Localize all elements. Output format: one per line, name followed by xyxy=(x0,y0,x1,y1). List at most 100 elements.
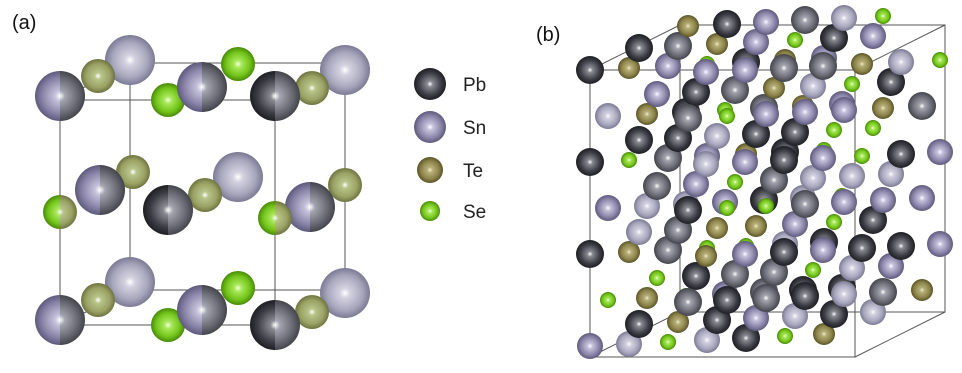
pb-atom-icon xyxy=(414,68,446,100)
se-atom xyxy=(826,122,842,138)
se-atom xyxy=(777,328,793,344)
se-atom xyxy=(151,83,185,117)
pb-atom xyxy=(781,118,809,146)
panel-a-label: (a) xyxy=(12,12,37,34)
te-atom xyxy=(618,241,640,263)
pb-atom xyxy=(721,76,749,104)
sn-atom-icon xyxy=(414,111,446,143)
legend-item-se: Se xyxy=(420,201,486,223)
pb-atom xyxy=(859,206,887,234)
se-atom xyxy=(188,178,222,212)
pb-atom xyxy=(713,10,741,38)
se-atom xyxy=(151,308,185,342)
te-atom xyxy=(813,323,835,345)
sn-atom xyxy=(577,333,603,359)
sn-atom xyxy=(927,139,953,165)
te-atom xyxy=(851,53,873,75)
pb-atom xyxy=(908,92,936,120)
pb-atom xyxy=(682,78,710,106)
se-atom xyxy=(221,47,255,81)
se-atom xyxy=(805,262,821,278)
sn-atom xyxy=(595,103,621,129)
sn-atom xyxy=(732,241,758,267)
te-atom xyxy=(636,287,658,309)
mixed-atom xyxy=(35,295,85,345)
se-atom xyxy=(600,292,616,308)
te-atom xyxy=(667,311,689,333)
pb-atom xyxy=(809,52,837,80)
pb-atom xyxy=(682,262,710,290)
se-atom xyxy=(854,148,870,164)
sn-atom xyxy=(75,165,125,215)
pb-atom xyxy=(791,190,819,218)
se-atom xyxy=(875,8,891,24)
panel-b-atoms xyxy=(576,5,953,359)
pb-atom xyxy=(250,300,300,350)
se-atom xyxy=(649,270,665,286)
legend-label-sn: Sn xyxy=(463,118,486,139)
sn-atom xyxy=(792,99,818,125)
pb-atom xyxy=(250,71,300,121)
pb-atom xyxy=(742,120,770,148)
se-atom xyxy=(295,295,329,329)
sn-atom xyxy=(810,145,836,171)
sn-atom xyxy=(870,187,896,213)
se-atom xyxy=(865,120,881,136)
sn-atom xyxy=(860,23,886,49)
sn-atom xyxy=(285,182,335,232)
se-atom xyxy=(328,168,362,202)
pb-atom xyxy=(643,172,671,200)
pb-atom xyxy=(143,185,193,235)
te-atom xyxy=(745,215,767,237)
pb-atom xyxy=(820,24,848,52)
pb-atom xyxy=(869,278,897,306)
legend-label-se: Se xyxy=(463,202,486,223)
pb-atom xyxy=(770,238,798,266)
se-atom xyxy=(621,152,637,168)
sn-atom xyxy=(732,57,758,83)
sn-atom xyxy=(105,257,155,307)
se-atom xyxy=(826,214,842,230)
pb-atom xyxy=(887,140,915,168)
panel-a-atoms xyxy=(35,35,370,350)
sn-atom xyxy=(888,49,914,75)
se-atom xyxy=(116,155,150,189)
pb-atom xyxy=(674,288,702,316)
te-atom xyxy=(872,97,894,119)
sn-atom xyxy=(693,59,719,85)
se-atom-icon xyxy=(420,201,440,221)
sn-atom xyxy=(753,101,779,127)
se-atom xyxy=(43,195,77,229)
legend-label-pb: Pb xyxy=(463,75,486,96)
pb-atom xyxy=(877,68,905,96)
pb-atom xyxy=(177,62,227,112)
sn-atom xyxy=(800,165,826,191)
pb-atom xyxy=(732,324,760,352)
te-atom xyxy=(618,57,640,79)
se-atom xyxy=(719,108,735,124)
pb-atom xyxy=(791,6,819,34)
pb-atom xyxy=(770,146,798,174)
mixed-atom xyxy=(35,71,85,121)
sn-atom xyxy=(683,171,709,197)
te-atom xyxy=(763,77,785,99)
pb-atom xyxy=(625,34,653,62)
sn-atom xyxy=(704,123,730,149)
te-atom xyxy=(706,217,728,239)
se-atom xyxy=(787,32,803,48)
sn-atom xyxy=(595,195,621,221)
sn-atom xyxy=(839,163,865,189)
legend-item-pb: Pb xyxy=(414,68,486,100)
pb-atom xyxy=(625,310,653,338)
sn-atom xyxy=(644,81,670,107)
te-atom xyxy=(706,33,728,55)
se-atom xyxy=(295,71,329,105)
se-atom xyxy=(81,59,115,93)
pb-atom xyxy=(721,260,749,288)
sn-atom xyxy=(320,268,370,318)
se-atom xyxy=(932,52,948,68)
sn-atom xyxy=(105,35,155,85)
sn-atom xyxy=(753,9,779,35)
pb-atom xyxy=(674,196,702,224)
